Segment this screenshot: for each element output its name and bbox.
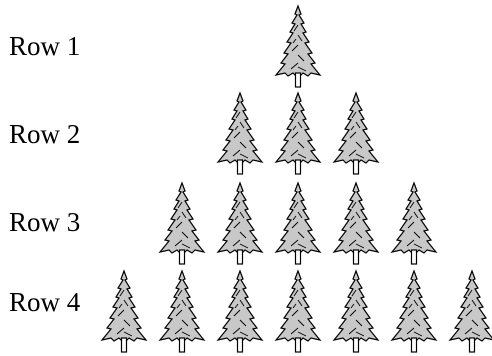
row-label: Row 2 bbox=[9, 119, 81, 149]
row-label: Row 3 bbox=[9, 207, 81, 237]
pine-tree-icon bbox=[273, 4, 323, 88]
pine-tree-icon bbox=[389, 181, 439, 265]
row-label: Row 4 bbox=[9, 287, 81, 317]
pine-tree-icon bbox=[273, 91, 323, 175]
pine-tree-icon bbox=[215, 181, 265, 265]
pine-tree-icon bbox=[331, 91, 381, 175]
pine-tree-icon bbox=[273, 181, 323, 265]
row-label: Row 1 bbox=[9, 31, 81, 61]
pine-tree-icon bbox=[389, 269, 439, 353]
pine-tree-icon bbox=[99, 269, 149, 353]
pine-tree-icon bbox=[331, 181, 381, 265]
pine-tree-icon bbox=[215, 269, 265, 353]
pine-tree-icon bbox=[331, 269, 381, 353]
pine-tree-icon bbox=[215, 91, 265, 175]
pine-tree-icon bbox=[157, 181, 207, 265]
pine-tree-icon bbox=[273, 269, 323, 353]
pine-tree-icon bbox=[157, 269, 207, 353]
pine-tree-icon bbox=[447, 269, 492, 353]
